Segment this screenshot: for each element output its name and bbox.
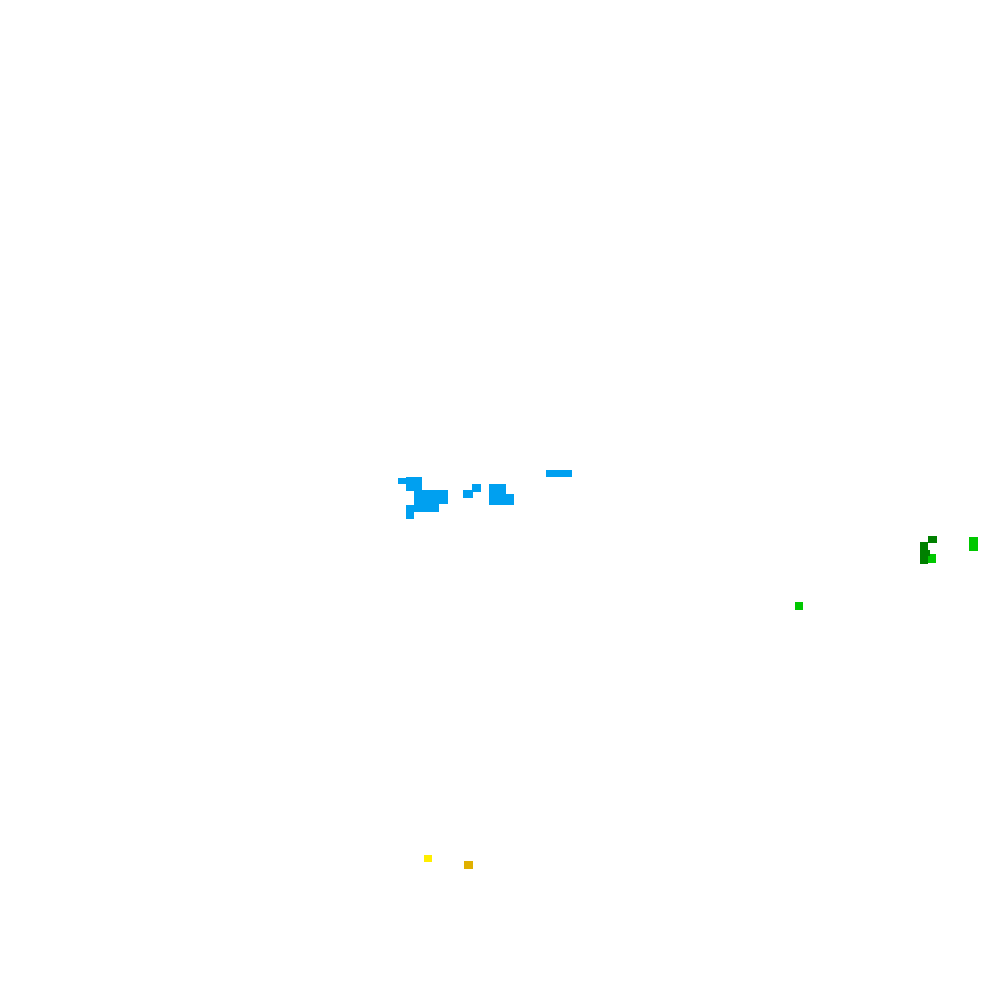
green-cluster-patch xyxy=(795,602,803,610)
blue-cluster-patch xyxy=(489,494,514,505)
blue-cluster-patch xyxy=(406,505,414,512)
blue-cluster-patch xyxy=(463,490,473,498)
dark-green-cluster xyxy=(920,536,937,564)
blue-cluster xyxy=(398,470,572,519)
green-cluster-patch xyxy=(969,537,978,551)
blue-cluster-patch xyxy=(406,477,422,483)
blue-cluster-patch xyxy=(406,483,422,491)
dark-green-cluster-patch xyxy=(920,550,930,556)
green-cluster-patch xyxy=(926,554,936,563)
green-cluster xyxy=(795,537,978,610)
blue-cluster-patch xyxy=(489,484,506,494)
blue-cluster-patch xyxy=(398,478,408,484)
blue-cluster-patch xyxy=(406,511,414,519)
blue-cluster-patch xyxy=(472,484,481,492)
yellow-cluster-patch xyxy=(424,855,432,862)
blue-cluster-patch xyxy=(414,504,439,512)
blue-cluster-patch xyxy=(546,470,572,477)
dark-green-cluster-patch xyxy=(928,536,937,543)
blue-cluster-patch xyxy=(414,490,448,504)
gold-cluster-patch xyxy=(464,861,473,869)
gold-cluster xyxy=(464,861,473,869)
yellow-cluster xyxy=(424,855,432,862)
